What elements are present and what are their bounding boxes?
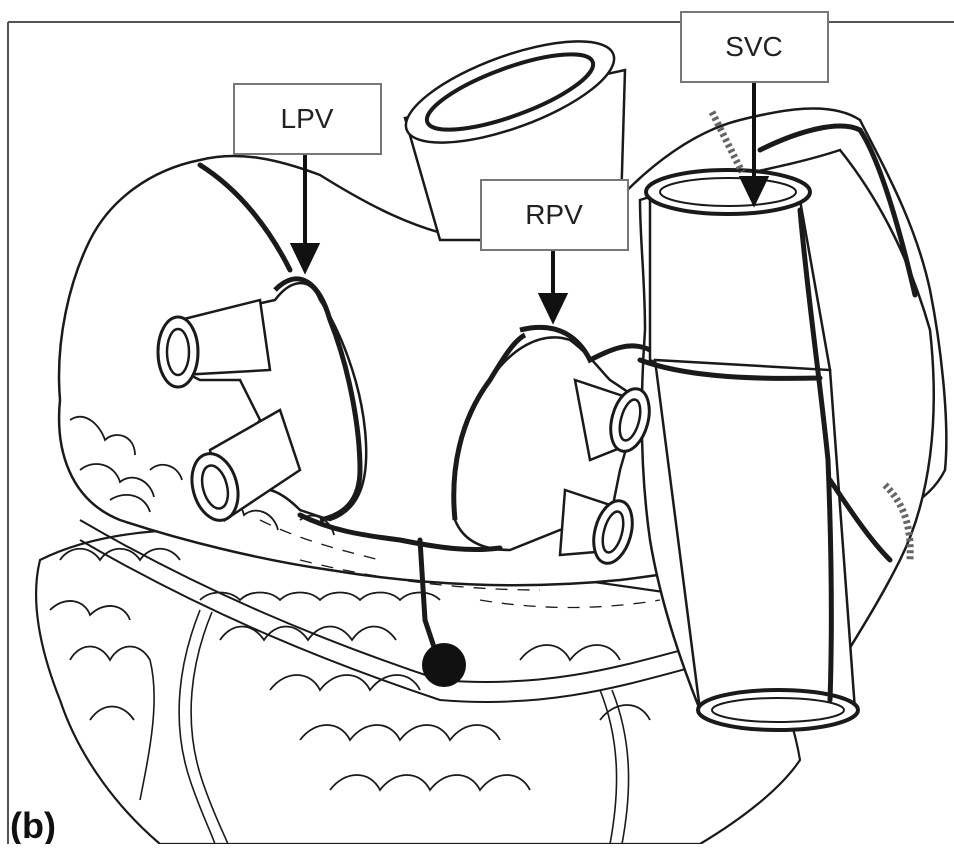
label-lpv: LPV (234, 84, 381, 154)
panel-label: (b) (10, 805, 56, 844)
label-svc-text: SVC (725, 31, 783, 62)
superior-vena-cava (646, 170, 830, 377)
label-rpv-text: RPV (525, 199, 583, 230)
label-rpv: RPV (481, 180, 628, 250)
junction-marker (422, 643, 466, 687)
label-lpv-text: LPV (281, 103, 334, 134)
label-svc: SVC (681, 12, 828, 82)
